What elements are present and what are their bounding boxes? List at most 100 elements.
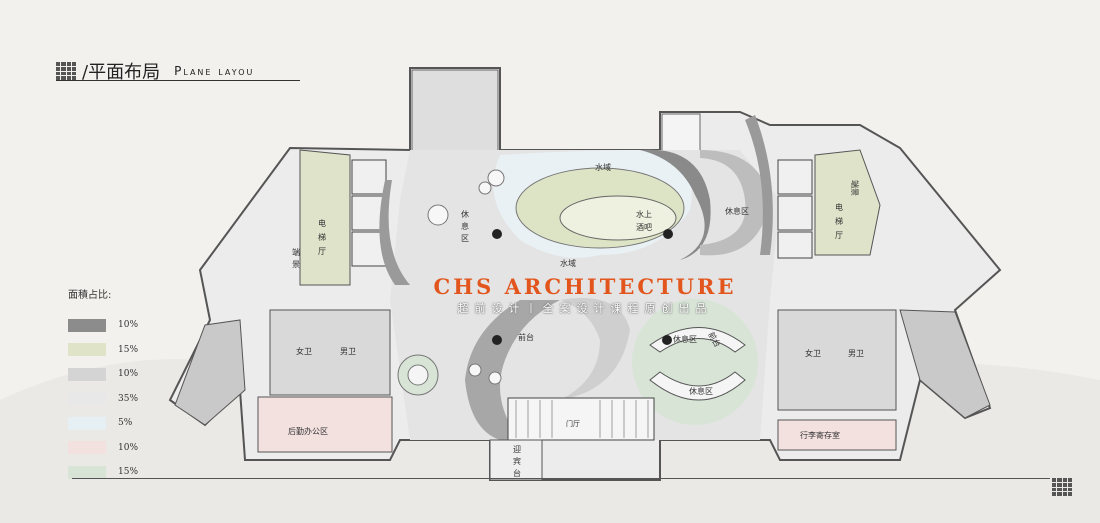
entrance-gate bbox=[507, 397, 655, 441]
deco-circle-1 bbox=[487, 169, 505, 187]
label-rest-left-2: 息 bbox=[461, 221, 469, 231]
label-men-left: 男卫 bbox=[340, 347, 356, 356]
gate-hatch bbox=[515, 400, 649, 438]
label-water-top: 水域 bbox=[595, 162, 611, 172]
legend-swatch bbox=[68, 392, 106, 406]
legend-title: 面積占比: bbox=[68, 290, 112, 301]
label-scenery-left-1: 端 bbox=[292, 247, 300, 257]
right-curve-wall bbox=[745, 115, 773, 255]
label-women-right: 女卫 bbox=[805, 348, 821, 358]
atrium-top bbox=[411, 69, 499, 153]
swirl-left bbox=[465, 300, 560, 440]
swirl-right bbox=[560, 298, 630, 400]
right-restroom-block bbox=[777, 309, 897, 411]
left-lift-1 bbox=[351, 159, 387, 195]
label-gate: 门厅 bbox=[566, 419, 580, 428]
legend-item: 10% bbox=[68, 436, 138, 461]
legend-value: 15% bbox=[118, 467, 139, 478]
left-curve-wall bbox=[379, 180, 410, 285]
label-women-left: 女卫 bbox=[296, 346, 312, 356]
reception-area bbox=[489, 439, 543, 481]
bottom-rule bbox=[72, 478, 1050, 479]
legend-swatch bbox=[68, 318, 106, 332]
right-wing bbox=[899, 309, 991, 419]
label-elevator-right-2: 梯 bbox=[835, 216, 843, 226]
legend-value: 10% bbox=[118, 320, 139, 331]
right-lift-2 bbox=[777, 195, 813, 231]
legend-swatch bbox=[68, 416, 106, 430]
label-office: 后勤办公区 bbox=[288, 426, 328, 436]
right-lift-1 bbox=[777, 159, 813, 195]
label-reception-2: 宾 bbox=[513, 456, 521, 466]
grid-squares-icon bbox=[56, 62, 76, 80]
legend-swatch bbox=[68, 367, 106, 381]
label-rest-right-top: 休息区 bbox=[725, 206, 749, 216]
label-elevator-left-2: 梯 bbox=[318, 232, 326, 242]
section-title: /平面布局 Plane layou bbox=[56, 58, 254, 84]
bar-inner bbox=[559, 195, 677, 241]
legend-value: 35% bbox=[118, 393, 139, 404]
column-4 bbox=[663, 229, 673, 239]
label-scenery-left-2: 景 bbox=[292, 260, 300, 269]
title-chinese: /平面布局 bbox=[82, 62, 161, 83]
atrium-right bbox=[661, 113, 701, 153]
brand-tagline: 超前设计丨全案设计课程原创出品 bbox=[457, 302, 713, 315]
left-elevator-block bbox=[299, 149, 351, 286]
legend-item: 10% bbox=[68, 362, 138, 387]
label-rest-green-1: 休息区 bbox=[673, 334, 697, 344]
title-english: Plane layou bbox=[174, 64, 255, 78]
label-rest-green-2: 休息区 bbox=[689, 386, 713, 396]
legend-swatch bbox=[68, 465, 106, 479]
legend-swatch bbox=[68, 343, 106, 357]
label-scenery-right: 端景 bbox=[850, 180, 860, 196]
green-rest-sofa-2 bbox=[649, 371, 746, 401]
deco-circle-3 bbox=[427, 204, 449, 226]
green-rest-sofa-1 bbox=[649, 327, 746, 353]
deco-circle-5 bbox=[488, 371, 502, 385]
label-elevator-right-3: 厅 bbox=[835, 231, 843, 240]
title-underline bbox=[56, 80, 300, 81]
left-office bbox=[257, 396, 393, 453]
column-2 bbox=[492, 335, 502, 345]
label-reception-1: 迎 bbox=[513, 444, 521, 454]
grid-squares-icon bbox=[1052, 478, 1072, 496]
deco-circle-2 bbox=[478, 181, 492, 195]
legend-value: 15% bbox=[118, 344, 139, 355]
label-rest-left-3: 区 bbox=[461, 234, 469, 243]
label-rest-left-1: 休 bbox=[461, 209, 469, 219]
legend-value: 5% bbox=[118, 418, 133, 429]
left-wing bbox=[174, 319, 246, 426]
legend-value: 10% bbox=[118, 442, 139, 453]
column-3 bbox=[662, 335, 672, 345]
right-elevator-block bbox=[814, 149, 881, 256]
legend-item: 15% bbox=[68, 338, 138, 363]
legend-item: 5% bbox=[68, 411, 138, 436]
left-restroom-block bbox=[269, 309, 391, 396]
gray-swoosh bbox=[700, 150, 770, 256]
green-circle-inner bbox=[407, 364, 429, 386]
column-1 bbox=[492, 229, 502, 239]
area-legend: 面積占比: 10% 15% 10% 35% 5% 10% 15% bbox=[68, 286, 138, 485]
legend-item: 35% bbox=[68, 387, 138, 412]
right-luggage bbox=[777, 419, 897, 451]
legend-item: 10% bbox=[68, 313, 138, 338]
dark-swoosh bbox=[640, 149, 711, 260]
right-lift-3 bbox=[777, 231, 813, 259]
label-bar-2: 酒吧 bbox=[636, 223, 652, 232]
label-bar-1: 水上 bbox=[636, 209, 652, 219]
brand-name: CHS ARCHITECTURE bbox=[433, 274, 737, 299]
label-front-desk-1: 前台 bbox=[518, 332, 534, 342]
label-elevator-right-1: 电 bbox=[835, 202, 843, 212]
label-luggage: 行李寄存室 bbox=[800, 430, 840, 440]
label-elevator-left-3: 厅 bbox=[318, 247, 326, 256]
brand-watermark: CHS ARCHITECTURE 超前设计丨全案设计课程原创出品 bbox=[410, 274, 760, 318]
label-elevator-left-1: 电 bbox=[318, 218, 326, 228]
legend-value: 10% bbox=[118, 369, 139, 380]
deco-circle-4 bbox=[468, 363, 482, 377]
label-men-right: 男卫 bbox=[848, 349, 864, 358]
legend-swatch bbox=[68, 441, 106, 455]
label-reception-3: 台 bbox=[513, 468, 521, 478]
label-water-bottom: 水域 bbox=[560, 258, 576, 268]
